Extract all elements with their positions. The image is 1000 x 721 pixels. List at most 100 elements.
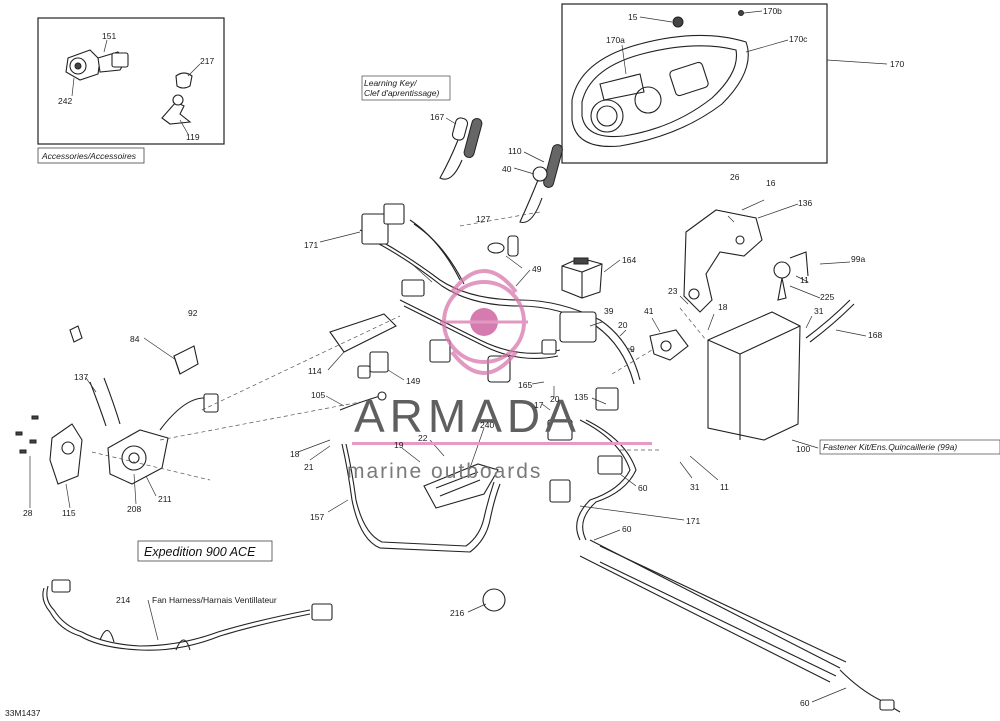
- callout-168: 168: [868, 330, 882, 340]
- callout-164: 164: [622, 255, 636, 265]
- callout-135: 135: [574, 392, 588, 402]
- callout-170a: 170a: [606, 35, 625, 45]
- callout-240: 240: [480, 420, 494, 430]
- callout-216: 216: [450, 608, 464, 618]
- relay-part: [561, 257, 603, 299]
- harness-bracket-part: [329, 313, 397, 353]
- callout-39: 39: [604, 306, 614, 316]
- callout-105: 105: [311, 390, 325, 400]
- callout-119: 119: [186, 132, 200, 142]
- callout-23: 23: [668, 286, 678, 296]
- callout-100: 100: [796, 444, 810, 454]
- bracket-part: [161, 94, 192, 125]
- battery-bracket-part: [683, 209, 763, 313]
- learning-key-label-line2: Clef d'aprentissage): [364, 88, 439, 98]
- callout-211: 211: [158, 494, 172, 504]
- callout-127: 127: [476, 214, 490, 224]
- callout-92: 92: [188, 308, 198, 318]
- callout-171-lower: 171: [686, 516, 700, 526]
- fastener-kit-label: Fastener Kit/Ens.Quincaillerie (99a): [823, 442, 957, 452]
- callout-151: 151: [102, 31, 116, 41]
- watermark-brand: ARMADA: [354, 390, 581, 442]
- instrument-cluster-box: [561, 3, 828, 164]
- screws-part: [15, 415, 39, 454]
- long-harness-part: [579, 539, 901, 713]
- callout-214: 214: [116, 595, 130, 605]
- accessories-box: [37, 17, 225, 145]
- callout-149: 149: [406, 376, 420, 386]
- nut-part: [672, 16, 684, 28]
- callout-60-upper: 60: [638, 483, 648, 493]
- callout-225: 225: [820, 292, 834, 302]
- callout-19: 19: [394, 440, 404, 450]
- callout-21: 21: [304, 462, 314, 472]
- callout-11-upper: 11: [800, 275, 809, 285]
- callout-60-lower: 60: [800, 698, 810, 708]
- callout-41: 41: [644, 306, 654, 316]
- callout-15: 15: [628, 12, 638, 22]
- callout-9: 9: [630, 344, 635, 354]
- switch-cover-part: [49, 423, 83, 485]
- callout-20-lower: 20: [550, 394, 560, 404]
- callout-137: 137: [74, 372, 88, 382]
- ground-wire-part: [339, 391, 387, 411]
- callout-170: 170: [890, 59, 904, 69]
- callout-99a: 99a: [851, 254, 865, 264]
- callout-114: 114: [308, 366, 322, 376]
- ecm-module-part: [423, 463, 499, 509]
- callout-11-lower: 11: [720, 482, 729, 492]
- callout-60-middle: 60: [622, 524, 632, 534]
- learning-key-label-line1: Learning Key/: [364, 78, 418, 88]
- callout-31-lower: 31: [690, 482, 700, 492]
- fan-harness-part: [42, 579, 333, 651]
- callout-115: 115: [62, 508, 76, 518]
- callout-26: 26: [730, 172, 740, 182]
- callout-numbers: 151 242 217 119 15 170b 170a 170c 170 16…: [23, 6, 904, 708]
- sensor-part: [649, 329, 689, 361]
- callout-157: 157: [310, 512, 324, 522]
- figure-code: 33M1437: [5, 708, 41, 718]
- callout-49: 49: [532, 264, 542, 274]
- grommet-part: [487, 235, 519, 257]
- key-switch-part: [65, 49, 129, 81]
- watermark-tagline: marine outboards: [347, 460, 542, 483]
- callout-170b: 170b: [763, 6, 782, 16]
- callout-167: 167: [430, 112, 444, 122]
- callout-171-upper: 171: [304, 240, 318, 250]
- callout-20-upper: 20: [618, 320, 628, 330]
- fan-harness-label: Fan Harness/Harnais Ventillateur: [152, 595, 277, 605]
- callout-136: 136: [798, 198, 812, 208]
- callout-18-lower: 18: [290, 449, 300, 459]
- conduit-hose-part: [89, 377, 121, 427]
- watermark-emblem: [440, 269, 528, 375]
- callout-28: 28: [23, 508, 33, 518]
- mount-bracket-part: [69, 325, 83, 343]
- safety-lanyard-part: [519, 144, 563, 224]
- main-harness: [359, 203, 641, 541]
- watermark: ARMADA marine outboards: [347, 269, 652, 483]
- callout-170c: 170c: [789, 34, 808, 44]
- callout-84: 84: [130, 334, 140, 344]
- callout-165: 165: [518, 380, 532, 390]
- callout-17: 17: [534, 400, 544, 410]
- callout-18-upper: 18: [718, 302, 728, 312]
- callout-217: 217: [200, 56, 214, 66]
- callout-40: 40: [502, 164, 512, 174]
- battery-terminal-part: [773, 251, 809, 301]
- round-decal-part: [482, 588, 506, 612]
- callout-110: 110: [508, 146, 522, 156]
- callout-22: 22: [418, 433, 428, 443]
- battery-cable-part: [805, 299, 855, 343]
- cap-part: [175, 72, 193, 89]
- battery-part: [707, 311, 801, 441]
- callout-208: 208: [127, 504, 141, 514]
- model-name-label: Expedition 900 ACE: [144, 545, 256, 559]
- fuse-part: [357, 351, 389, 379]
- throttle-sensor-part: [107, 393, 219, 485]
- accessories-label: Accessories/Accessoires: [41, 151, 137, 161]
- callout-31-upper: 31: [814, 306, 824, 316]
- callout-242: 242: [58, 96, 72, 106]
- callout-16: 16: [766, 178, 776, 188]
- learning-key-part: [439, 117, 483, 180]
